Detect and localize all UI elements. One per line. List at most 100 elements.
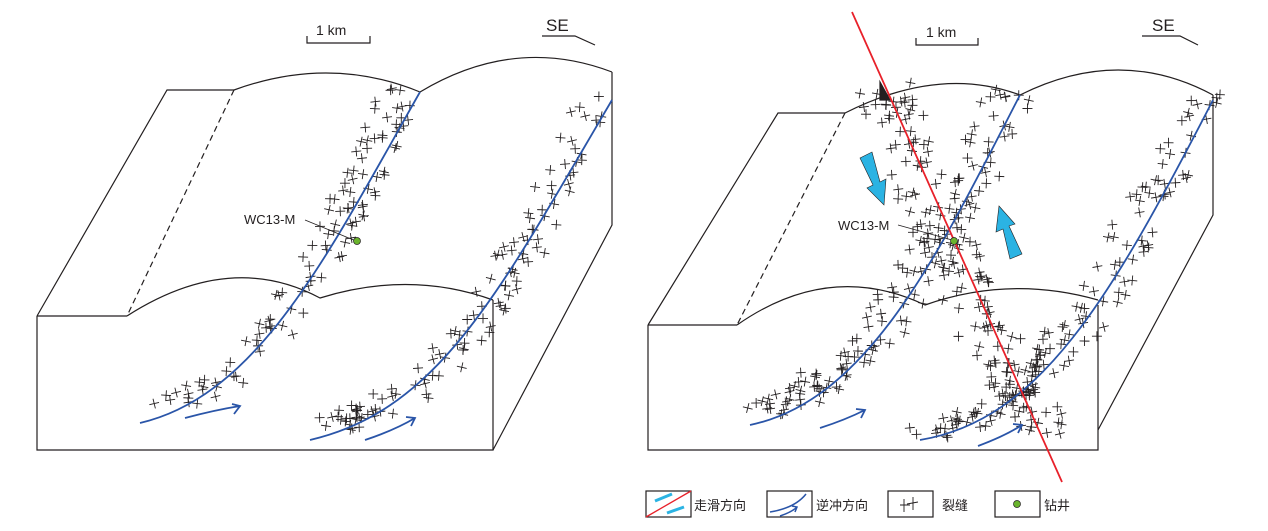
- fracture-cross: [221, 366, 232, 377]
- fracture-cross: [1125, 191, 1136, 202]
- fracture-cross: [316, 272, 327, 283]
- fracture-cross: [1143, 240, 1154, 251]
- fracture-cross: [261, 322, 272, 333]
- fracture-cross: [881, 99, 892, 110]
- fracture-cross: [423, 392, 434, 403]
- fracture-cross: [566, 135, 577, 146]
- fracture-cross: [348, 165, 359, 176]
- fracture-cross: [876, 308, 887, 319]
- direction-label: SE: [546, 16, 569, 35]
- left-thrust-fault-1: [139, 91, 421, 424]
- fracture-cross: [498, 241, 509, 252]
- fracture-cross: [990, 358, 1001, 369]
- fracture-cross: [565, 107, 576, 117]
- fracture-cross: [547, 188, 558, 199]
- fracture-cross: [511, 276, 522, 287]
- fracture-cross: [570, 143, 581, 154]
- fracture-cross: [854, 88, 865, 99]
- fracture-cross: [923, 146, 934, 157]
- fracture-cross: [351, 405, 362, 416]
- fracture-cross: [905, 126, 916, 137]
- fracture-cross: [1004, 121, 1015, 132]
- fracture-cross: [835, 350, 846, 361]
- fracture-cross: [899, 327, 910, 338]
- fracture-cross: [1098, 321, 1109, 332]
- fracture-cross: [369, 133, 380, 144]
- fracture-cross: [831, 381, 842, 392]
- fracture-cross: [811, 370, 822, 381]
- fracture-cross: [531, 242, 542, 253]
- fracture-cross: [1058, 360, 1070, 371]
- fracture-cross: [1000, 92, 1011, 103]
- fracture-cross: [975, 421, 986, 432]
- fracture-cross: [903, 283, 914, 294]
- fracture-cross: [995, 408, 1006, 419]
- fracture-cross: [337, 251, 348, 262]
- fracture-cross: [347, 174, 358, 185]
- fracture-cross: [264, 315, 275, 326]
- fracture-cross: [500, 280, 511, 291]
- fracture-cross: [231, 371, 242, 382]
- fracture-cross: [370, 96, 381, 107]
- legend-item-fracture: 裂缝: [887, 490, 968, 518]
- fracture-cross: [994, 390, 1005, 401]
- fracture-cross: [815, 387, 826, 398]
- fracture-cross: [1056, 339, 1067, 350]
- fracture-cross: [950, 188, 961, 199]
- fracture-cross: [865, 302, 876, 313]
- fracture-cross: [1078, 280, 1089, 291]
- fracture-cross: [545, 165, 556, 176]
- fracture-cross: [1127, 254, 1138, 265]
- fracture-cross: [800, 376, 811, 387]
- fracture-cross: [971, 406, 982, 417]
- fracture-cross: [918, 110, 929, 121]
- fracture-cross: [975, 97, 986, 108]
- legend-label: 钻井: [1044, 498, 1070, 513]
- fracture-cross: [851, 333, 862, 344]
- fracture-cross: [1120, 289, 1131, 300]
- fracture-cross: [165, 395, 176, 406]
- fracture-cross: [287, 329, 298, 340]
- fracture-cross: [1023, 95, 1034, 106]
- fracture-cross: [965, 212, 976, 223]
- fracture-cross: [192, 398, 203, 409]
- fracture-cross: [836, 362, 847, 373]
- fracture-cross: [923, 242, 934, 253]
- fracture-cross: [953, 303, 964, 314]
- fracture-cross: [1147, 227, 1158, 238]
- fracture-cross: [181, 380, 192, 391]
- fracture-cross: [852, 346, 863, 357]
- fracture-cross: [921, 157, 932, 168]
- fracture-cross: [847, 335, 858, 346]
- fracture-cross: [812, 380, 823, 391]
- fracture-cross: [907, 187, 918, 198]
- fracture-cross: [307, 240, 318, 251]
- fracture-cross: [452, 339, 463, 350]
- fracture-cross: [347, 423, 358, 434]
- fracture-cross: [1107, 219, 1118, 230]
- fracture-cross: [936, 169, 947, 180]
- scale-label: 1 km: [926, 24, 956, 40]
- fracture-cross: [834, 384, 845, 395]
- fracture-cross: [890, 139, 901, 150]
- fracture-cross: [1056, 419, 1067, 430]
- fracture-cross: [342, 167, 353, 178]
- left-thrust-fault-2: [309, 99, 613, 441]
- fracture-cross: [910, 134, 921, 145]
- fracture-cross: [980, 167, 991, 178]
- fracture-cross: [980, 420, 991, 431]
- fracture-cross: [1006, 331, 1017, 342]
- fracture-cross: [925, 205, 936, 216]
- fracture-cross: [966, 191, 977, 202]
- strike-slip-fault: [851, 11, 1063, 483]
- fracture-cross: [996, 325, 1007, 336]
- fracture-cross: [954, 173, 965, 184]
- well-marker: [950, 237, 958, 245]
- fracture-cross: [1159, 178, 1170, 189]
- fracture-cross: [953, 267, 964, 278]
- fracture-cross: [765, 403, 776, 414]
- fracture-cross: [947, 256, 958, 267]
- fracture-cross: [861, 312, 872, 323]
- fracture-cross: [915, 235, 926, 246]
- right-block: WC13-M 1 km SE: [647, 11, 1225, 483]
